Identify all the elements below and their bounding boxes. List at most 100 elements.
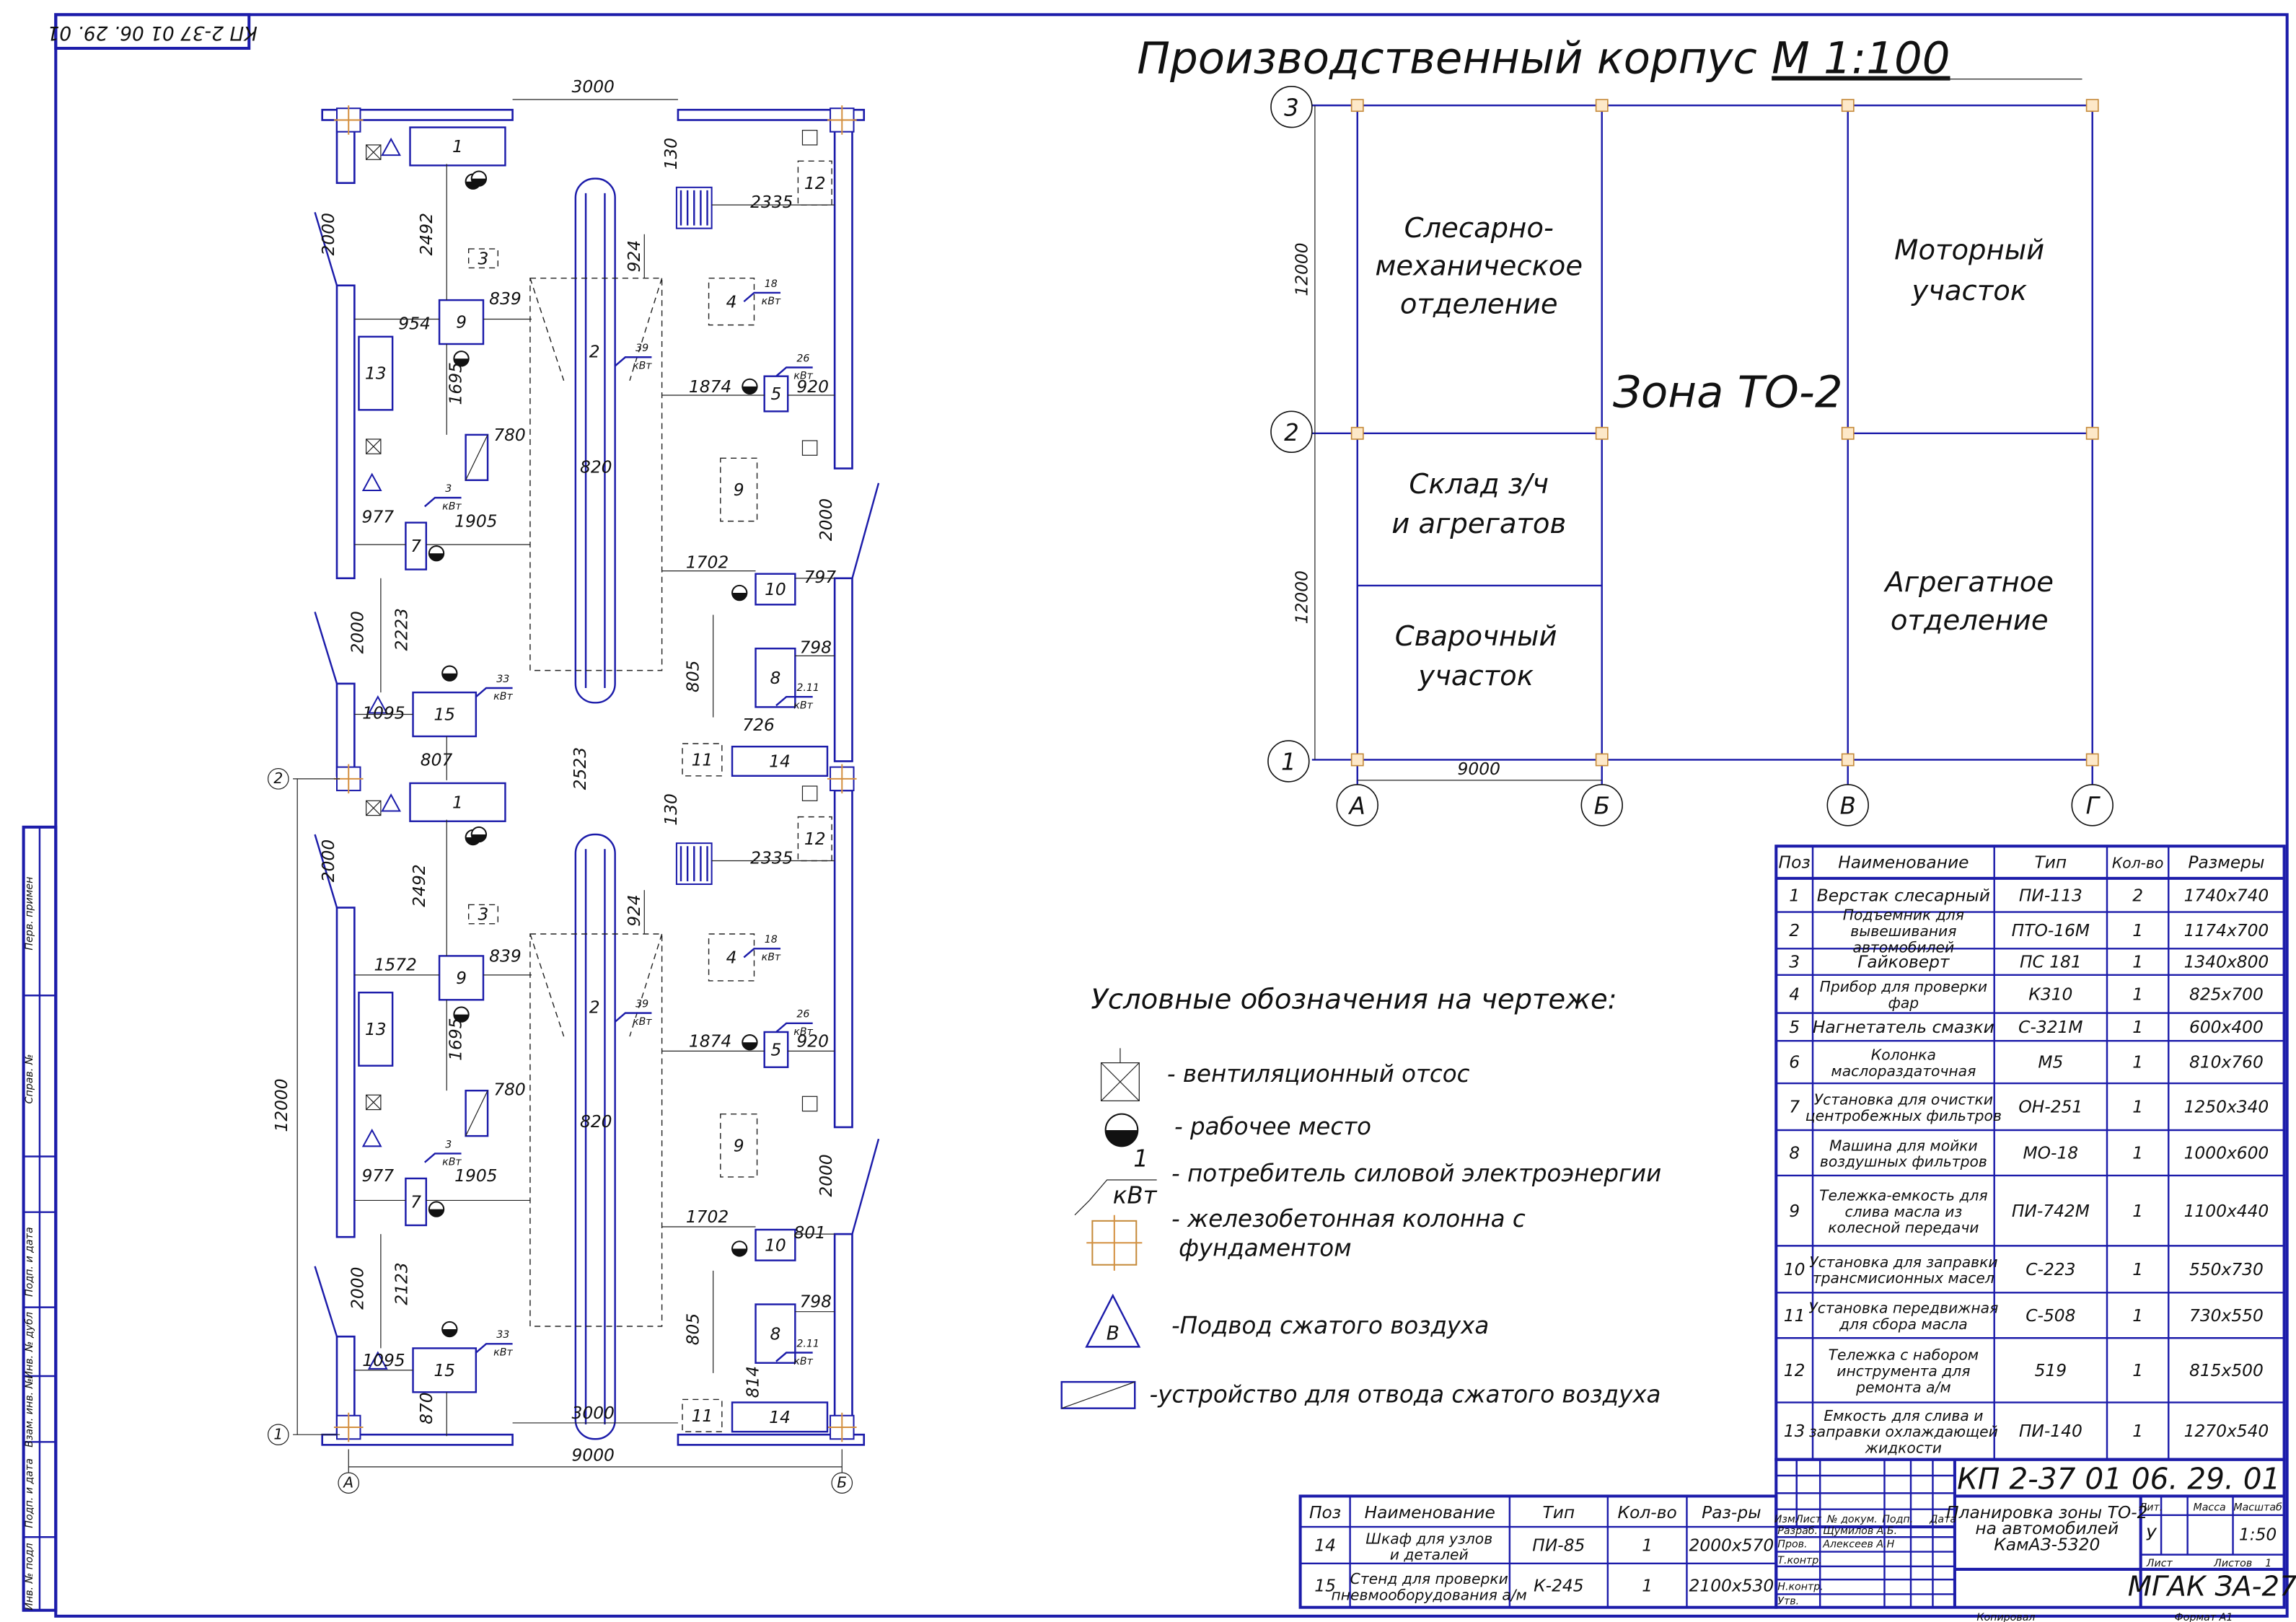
equipment-box <box>720 1113 758 1178</box>
equipment-7: 7 <box>405 1177 428 1227</box>
axis-row-marker: 2 <box>1270 410 1313 454</box>
power-value: 26 <box>796 1009 809 1021</box>
cell: ПС 181 <box>2020 952 2082 972</box>
equipment-box <box>682 1398 723 1432</box>
role-label: Разраб. <box>1777 1525 1818 1537</box>
zone-motor-1: Моторный <box>1894 234 2044 266</box>
sheets-value: 1 <box>2265 1558 2271 1569</box>
building-plan: Производственный корпус М 1:100 12000 12… <box>1137 32 2114 827</box>
cell: 1 <box>2132 920 2143 940</box>
equipment-number: 14 <box>769 1407 791 1427</box>
name-line: для сбора масла <box>1839 1315 1968 1333</box>
column-header: Подп. <box>1882 1514 1913 1525</box>
column-header: Лист <box>1795 1514 1822 1525</box>
dimension-label: 780 <box>493 1079 526 1099</box>
power-unit: кВт <box>493 1347 513 1359</box>
dimension-label: 1695 <box>446 1018 466 1060</box>
cell: 15 <box>1314 1575 1336 1595</box>
equipment-15: 15 <box>412 691 478 738</box>
workplace-icon <box>1104 1113 1139 1147</box>
equipment-box <box>755 1303 796 1364</box>
dimension-label: 977 <box>362 1165 395 1186</box>
dimension-label: 954 <box>398 314 431 334</box>
name-line: и деталей <box>1390 1546 1469 1564</box>
name-line: Шкаф для узлов <box>1365 1530 1492 1547</box>
axis-col-label: А <box>1348 793 1365 820</box>
dimension-label: 820 <box>580 457 612 477</box>
equipment-box <box>438 299 485 345</box>
legend: Условные обозначения на чертеже: - венти… <box>1060 984 1661 1409</box>
dimension-label: 130 <box>661 793 681 826</box>
rotated-code: КП 2-37 01 06. 29. 01 <box>48 22 258 43</box>
compressed-air-icon <box>367 1351 388 1370</box>
equipment-box <box>731 1401 829 1433</box>
axis-label: Б <box>837 1473 847 1491</box>
equipment-9: 9 <box>438 955 485 1001</box>
dimension-label: 1695 <box>446 362 466 405</box>
name-line: заправки охлаждающей <box>1809 1423 1998 1440</box>
margin-label: Подп. и дата <box>24 1227 35 1297</box>
equipment-box <box>720 457 758 522</box>
name-line: ремонта а/м <box>1855 1378 1951 1396</box>
name-line: пневмооборудования а/м <box>1332 1587 1527 1604</box>
cell: 1 <box>2132 1201 2143 1221</box>
power-unit: кВт <box>442 1157 462 1168</box>
cell: 2 <box>1789 920 1800 940</box>
axis-circle <box>1267 740 1310 783</box>
dimension-label: 2335 <box>750 192 793 212</box>
lift-post <box>574 833 616 1440</box>
axis-marker-a: А <box>338 1472 360 1494</box>
legend-workplace: - рабочее место <box>1174 1113 1371 1140</box>
cell: ПТО-16М <box>2012 920 2090 940</box>
header-cell: Размеры <box>2188 852 2264 873</box>
power-icon-unit: кВт <box>1113 1181 1158 1209</box>
mass-label: Масса <box>2193 1502 2225 1514</box>
dim-12000-upper: 12000 <box>1292 242 1312 296</box>
equipment-box <box>682 743 723 777</box>
cell: 1 <box>2132 1052 2143 1072</box>
cell: 1 <box>2132 1017 2143 1037</box>
name-line: Установка передвижная <box>1808 1300 1998 1317</box>
zone-svar-2: участок <box>1417 660 1534 692</box>
power-value: 18 <box>765 934 778 946</box>
dimension-label: 920 <box>796 1031 829 1051</box>
cell: 1 <box>1642 1535 1653 1556</box>
axis-row-label: 2 <box>1284 419 1299 446</box>
cell: 730х550 <box>2189 1305 2264 1326</box>
lit-value: У <box>2146 1524 2158 1544</box>
power-unit: кВт <box>793 1026 813 1038</box>
building-column <box>2085 753 2099 767</box>
cell: 8 <box>1789 1143 1800 1163</box>
cell: 12 <box>1784 1360 1805 1380</box>
equipment-number: 10 <box>765 579 786 599</box>
compressed-air-icon: В <box>1085 1293 1141 1348</box>
cell: ПИ-140 <box>2019 1421 2082 1441</box>
equipment-number: 15 <box>434 705 455 725</box>
sheets-label: Листов <box>2213 1558 2252 1569</box>
name-line: Нагнетатель смазки <box>1813 1017 1994 1037</box>
header-cell: Кол-во <box>2112 855 2163 872</box>
equipment-number: 4 <box>726 948 737 968</box>
dimension-label: 870 <box>416 1392 436 1424</box>
cell: 13 <box>1784 1421 1805 1441</box>
power-unit: кВт <box>442 501 462 512</box>
dimension-label: 1702 <box>686 552 729 573</box>
equipment-15: 15 <box>412 1347 478 1393</box>
rotated-code-stamp: КП 2-37 01 06. 29. 01 <box>48 13 258 50</box>
dimension-label: 839 <box>489 288 522 309</box>
cell: 1 <box>2132 952 2143 972</box>
equipment-11: 11 <box>682 1398 723 1432</box>
cell: ОН-251 <box>2018 1097 2082 1117</box>
header-cell: Кол-во <box>1618 1502 1677 1522</box>
equipment-number: 3 <box>478 904 489 925</box>
drawing-title-3: КамАЗ-5320 <box>1994 1535 2100 1555</box>
